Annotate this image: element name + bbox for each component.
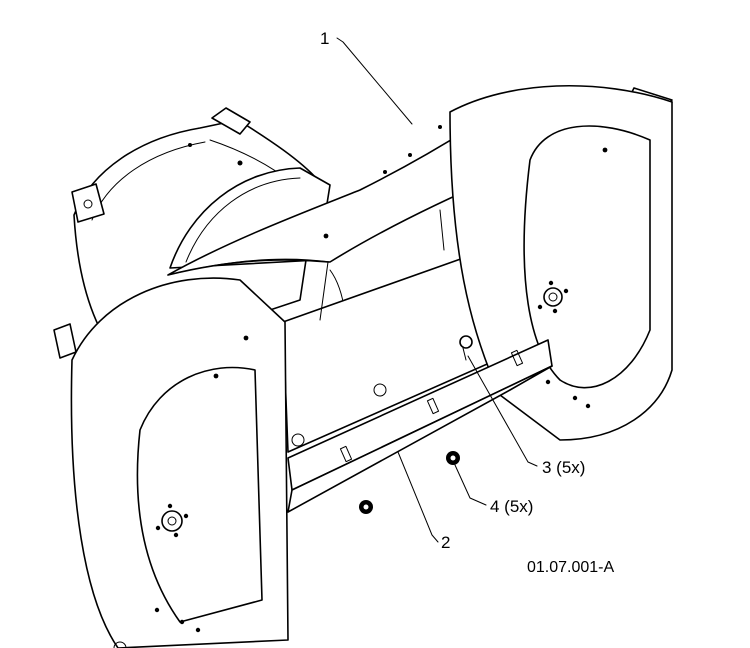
mounting-bracket-left <box>71 183 105 223</box>
mounting-tab-top <box>211 107 251 135</box>
mounting-tab-bottom <box>53 323 77 359</box>
left-side-plate <box>70 277 289 648</box>
callout-4: 4 (5x) <box>490 497 533 516</box>
right-side-plate <box>449 84 673 441</box>
part-3-carriage-bolt <box>459 335 473 361</box>
blade-slot <box>426 397 440 415</box>
blade-slot <box>510 349 524 367</box>
callout-3: 3 (5x) <box>542 458 585 477</box>
bracket-hole <box>83 199 93 209</box>
leader-lines <box>336 37 538 543</box>
blade-slot <box>339 445 353 463</box>
callout-1: 1 <box>320 29 329 48</box>
figure-reference-code: 01.07.001-A <box>527 559 615 576</box>
part-4-nut <box>359 451 460 514</box>
callout-2: 2 <box>441 533 450 552</box>
part-2-scraper-blade <box>287 339 553 513</box>
